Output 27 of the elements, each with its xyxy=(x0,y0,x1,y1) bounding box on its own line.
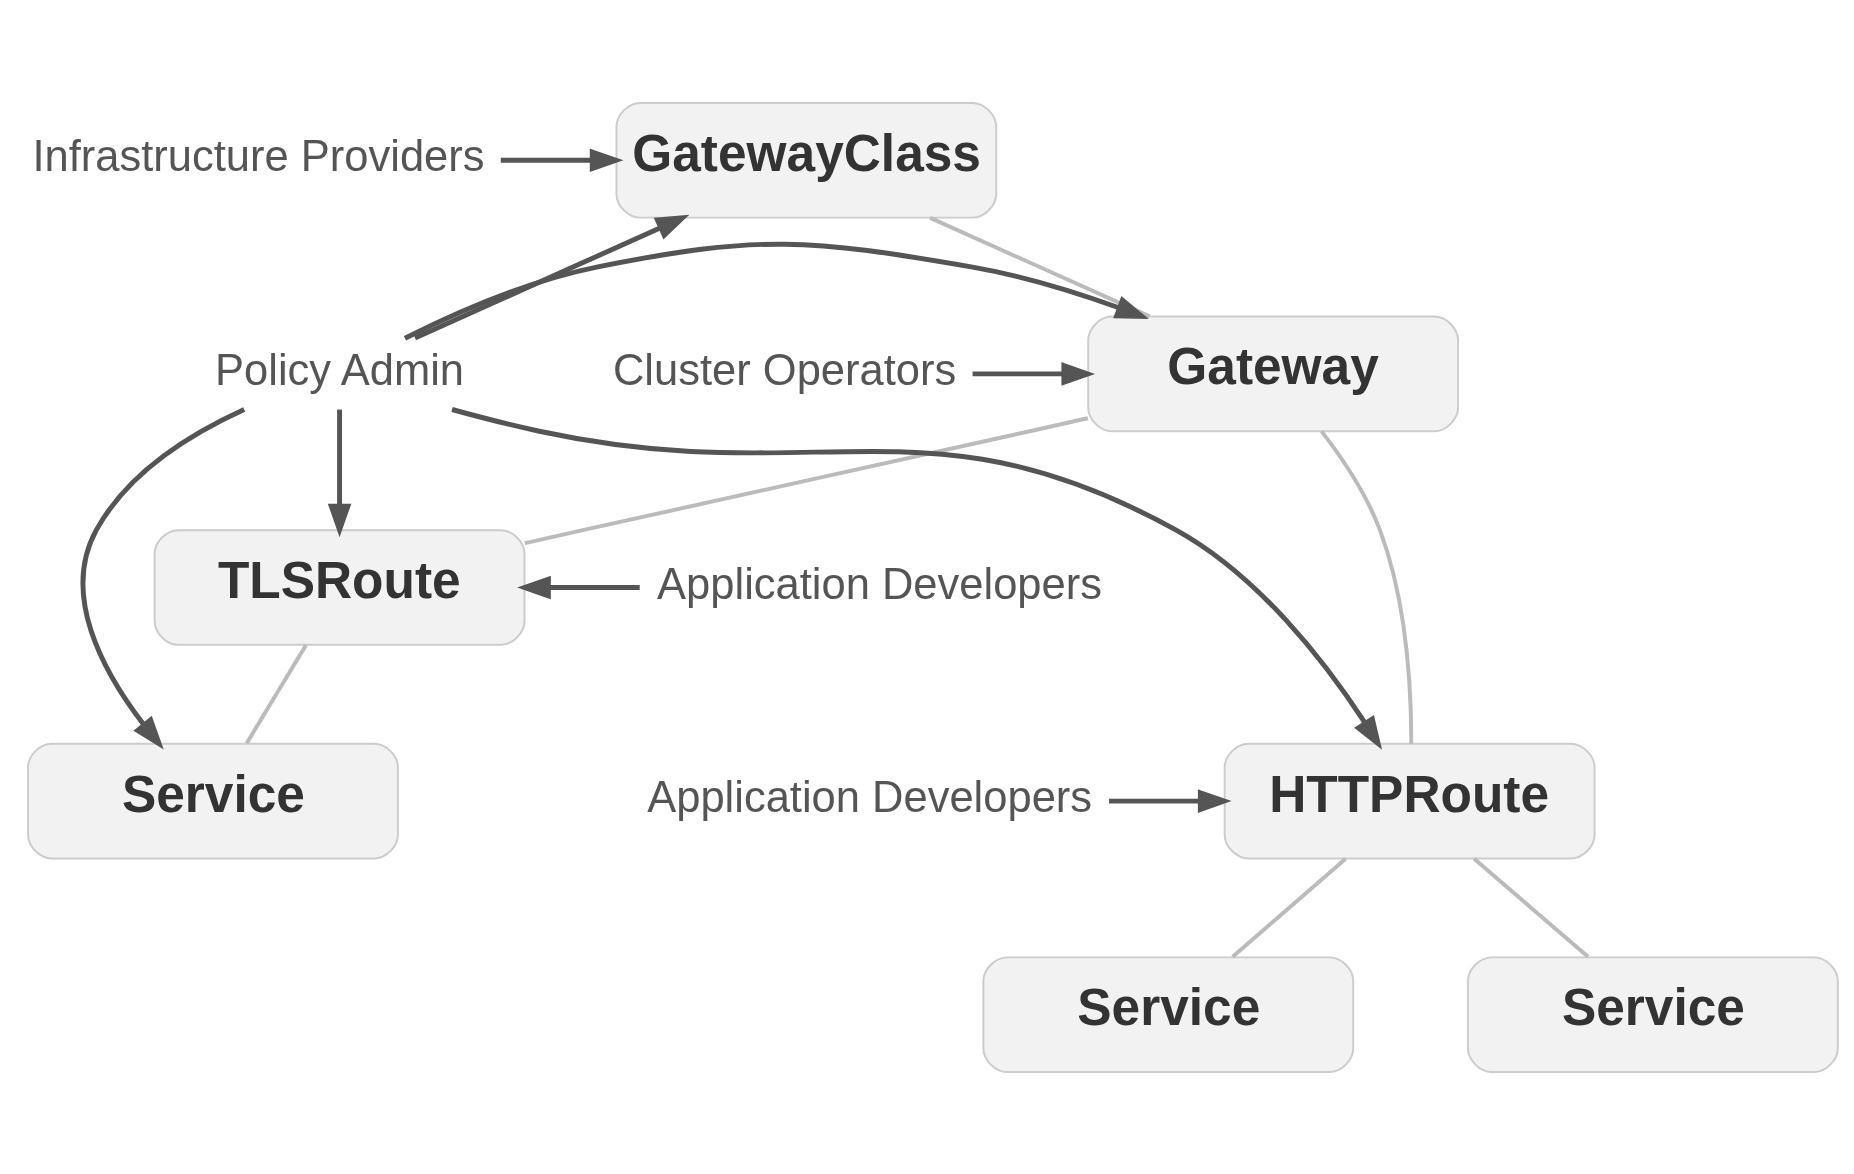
arrow xyxy=(327,409,352,537)
node-text: Cluster Operators xyxy=(612,345,957,394)
node-box: Gateway xyxy=(1087,315,1460,432)
connector xyxy=(1320,429,1414,744)
node-text: Application Developers xyxy=(657,559,1102,608)
arrow xyxy=(80,406,246,749)
connector xyxy=(245,643,308,744)
arrow xyxy=(1109,788,1232,813)
node-box: Service xyxy=(1466,955,1839,1073)
node-box: TLSRoute xyxy=(153,528,526,646)
connector xyxy=(929,215,1151,318)
arrow xyxy=(972,361,1096,386)
node-text: Infrastructure Providers xyxy=(32,131,485,180)
node-box: Service xyxy=(27,742,399,859)
node-box: Service xyxy=(982,955,1355,1073)
connector xyxy=(524,415,1089,545)
arrow xyxy=(403,241,1149,340)
arrow xyxy=(500,147,624,172)
connector xyxy=(1231,856,1347,958)
node-box: GatewayClass xyxy=(615,101,998,219)
arrow xyxy=(517,575,640,599)
arrow xyxy=(414,214,690,340)
node-text: Policy Admin xyxy=(215,345,465,394)
node-text: Application Developers xyxy=(647,772,1093,821)
connector xyxy=(1472,856,1590,958)
arrow xyxy=(451,406,1383,750)
node-box: HTTPRoute xyxy=(1223,742,1596,859)
